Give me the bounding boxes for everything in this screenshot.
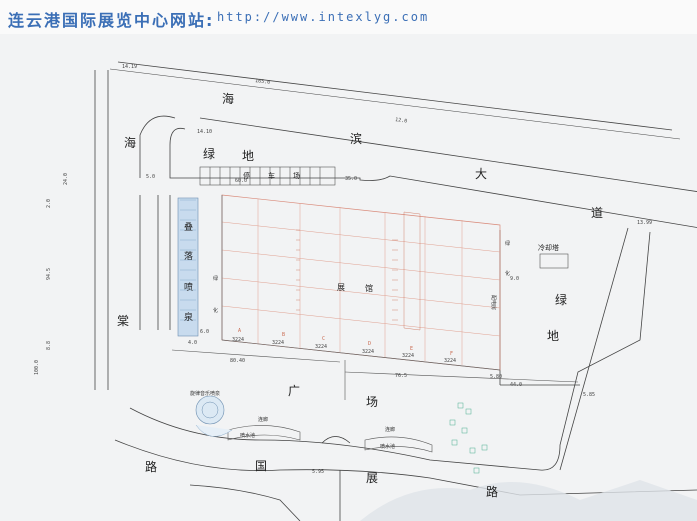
grid-e: E (410, 346, 413, 352)
site-url[interactable]: http://www.intexlyg.com (217, 10, 430, 24)
dim-8040: 80.40 (230, 358, 245, 364)
label-haibin-1: 海 (222, 91, 234, 106)
grid-d: D (368, 341, 371, 347)
dim-bay-d: 3224 (362, 349, 374, 355)
label-hall-1: 展 (337, 283, 345, 292)
dim-bay-c: 3224 (315, 344, 327, 350)
cascade-fountain (177, 197, 199, 337)
dim-100: 100.0 (34, 360, 40, 375)
label-parking-2: 车 (268, 171, 275, 180)
dim-88: 8.8 (46, 341, 52, 350)
music-fountain (195, 395, 233, 437)
label-west-1: 海 (124, 135, 136, 150)
label-fountain-2: 落 (184, 250, 193, 262)
label-hall-side-1: 绿 (505, 240, 510, 247)
label-water-bowl-right: 喷水池 (380, 443, 395, 450)
dim-945: 94.5 (46, 268, 52, 280)
label-south-2: 国 (255, 459, 267, 473)
grid-a: A (238, 328, 241, 334)
label-music-fountain: 旋律音乐喷泉 (190, 390, 220, 397)
dim-765: 76.5 (395, 373, 407, 379)
plaza-planters (449, 402, 488, 474)
label-haibin-2: 滨 (350, 131, 362, 146)
dim-580: 5.80 (490, 374, 502, 380)
dim-4: 4.0 (188, 340, 197, 346)
dim-90: 9.0 (510, 276, 519, 282)
dim-585: 5.85 (583, 392, 595, 398)
site-plan-drawing: 海 滨 大 道 海 棠 路 国 展 路 绿 地 停 车 场 叠 落 喷 泉 展 … (34, 61, 697, 521)
label-dadao-2: 道 (591, 206, 603, 220)
label-west-2: 棠 (117, 314, 129, 328)
grid-c: C (322, 336, 325, 342)
label-corridor-right: 连廊 (385, 426, 395, 433)
dim-595: 5.95 (312, 469, 324, 475)
dim-bay-f: 3224 (444, 358, 456, 364)
dim-12: 12.0 (395, 117, 408, 125)
cooling-tower-box (539, 253, 569, 269)
grid-f: F (450, 351, 453, 357)
dim-165: 165.0 (255, 78, 271, 86)
label-fountain-4: 泉 (184, 311, 193, 323)
dim-bay-a: 3224 (232, 337, 244, 343)
dim-5: 5.0 (146, 174, 155, 180)
label-hall-west-2: 化 (213, 307, 218, 314)
dim-bay-b: 3224 (272, 340, 284, 346)
dim-6: 6.0 (200, 329, 209, 335)
label-fountain-3: 喷 (184, 282, 193, 293)
haibin-road (109, 61, 697, 228)
dim-1399: 13.99 (637, 220, 652, 226)
parking-strip (199, 166, 336, 186)
label-hall-west-1: 绿 (213, 275, 218, 282)
dim-60: 60.0 (235, 178, 247, 184)
haitang-road (94, 70, 171, 390)
dim-14: 14.19 (122, 64, 137, 70)
dim-44: 44.0 (510, 382, 522, 388)
guozhan-road (114, 231, 697, 521)
label-east-green-2: 地 (547, 329, 559, 343)
site-title: 连云港国际展览中心网站: (8, 11, 215, 30)
label-east-green-1: 绿 (555, 292, 567, 307)
label-hall-side-2: 化 (505, 270, 510, 277)
dim-1410: 14.10 (197, 129, 212, 135)
label-parking-1: 停 (243, 171, 250, 180)
label-south-4: 路 (486, 484, 498, 499)
label-dadao-1: 大 (475, 167, 487, 181)
label-parking-3: 场 (293, 171, 300, 180)
label-fountain-1: 叠 (184, 222, 193, 233)
label-corridor-left: 连廊 (258, 416, 268, 423)
label-plaza-2: 场 (366, 395, 378, 409)
exhibition-hall (221, 194, 501, 371)
dim-20: 2.0 (46, 199, 52, 208)
label-greenbelt-1: 绿 (203, 146, 215, 161)
grid-b: B (282, 332, 285, 338)
plaza (171, 349, 579, 453)
label-greenbelt-2: 地 (242, 149, 254, 163)
dim-35: 35.0 (345, 176, 357, 182)
dim-bay-e: 3224 (402, 353, 414, 359)
east-boundary (499, 227, 629, 471)
label-water-bowl-left: 喷水池 (240, 432, 255, 439)
label-pump-room: 配电房 (490, 295, 497, 310)
dim-24: 24.0 (63, 173, 69, 185)
label-south-3: 展 (366, 471, 378, 485)
landscape-silhouette (360, 480, 697, 521)
label-cooling-tower: 冷却塔 (538, 243, 559, 252)
label-plaza-1: 广 (288, 384, 300, 398)
label-hall-2: 馆 (365, 283, 373, 293)
label-south-1: 路 (145, 459, 157, 474)
header-banner: 连云港国际展览中心网站: http://www.intexlyg.com (0, 0, 697, 34)
